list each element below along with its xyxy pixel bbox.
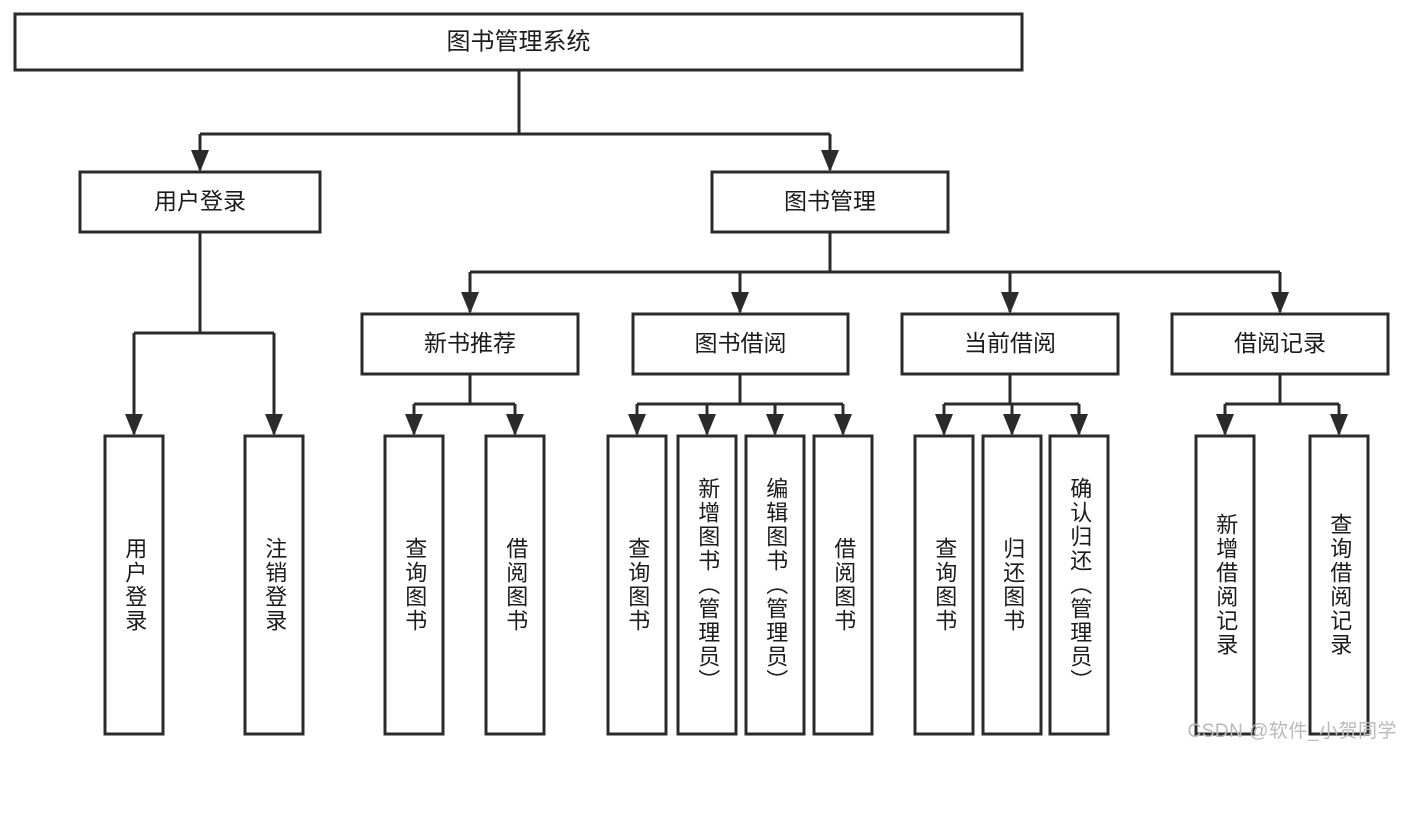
node-borrow-record-box[interactable] xyxy=(1170,312,1390,376)
leaf-leaf-query-book-rec-box[interactable] xyxy=(383,434,445,736)
arrow-head-icon xyxy=(821,150,839,172)
arrow-head-icon xyxy=(1271,292,1289,314)
node-book-manage-label: 图书管理 xyxy=(784,188,876,214)
arrow-head-icon xyxy=(698,414,716,436)
arrow-head-icon xyxy=(834,414,852,436)
leaf-leaf-borrow-book-box[interactable] xyxy=(812,434,874,736)
node-new-book-recommend-box[interactable] xyxy=(360,312,580,376)
leaf-leaf-logout-login-box[interactable] xyxy=(243,434,305,736)
node-current-borrow-label: 当前借阅 xyxy=(964,330,1056,356)
arrow-head-icon xyxy=(1003,414,1021,436)
arrow-head-icon xyxy=(731,292,749,314)
leaf-leaf-borrow-book-rec-box[interactable] xyxy=(484,434,546,736)
arrow-head-icon xyxy=(125,414,143,436)
node-borrow-record-label: 借阅记录 xyxy=(1234,330,1326,356)
node-book-borrow-label: 图书借阅 xyxy=(695,330,787,356)
node-current-borrow-box[interactable] xyxy=(900,312,1120,376)
arrow-head-icon xyxy=(935,414,953,436)
leaf-leaf-confirm-return-admin-box[interactable] xyxy=(1048,434,1110,736)
leaf-leaf-query-book-borrow-box[interactable] xyxy=(606,434,668,736)
node-book-manage-box[interactable] xyxy=(710,170,950,234)
node-new-book-recommend-label: 新书推荐 xyxy=(424,330,516,356)
leaf-leaf-add-book-admin-box[interactable] xyxy=(676,434,738,736)
node-user-login-label: 用户登录 xyxy=(154,188,246,214)
arrow-head-icon xyxy=(191,150,209,172)
arrow-head-icon xyxy=(461,292,479,314)
arrow-head-icon xyxy=(506,414,524,436)
leaf-leaf-query-borrow-record-box[interactable] xyxy=(1308,434,1370,736)
node-boxes-layer xyxy=(13,12,1390,736)
arrow-head-icon xyxy=(628,414,646,436)
arrow-head-icon xyxy=(405,414,423,436)
leaf-leaf-add-borrow-record-box[interactable] xyxy=(1194,434,1256,736)
leaf-leaf-return-book-box[interactable] xyxy=(981,434,1043,736)
leaf-leaf-query-book-cur-box[interactable] xyxy=(913,434,975,736)
arrow-head-icon xyxy=(1216,414,1234,436)
arrow-head-icon xyxy=(766,414,784,436)
arrow-head-icon xyxy=(1330,414,1348,436)
leaf-leaf-user-login-box[interactable] xyxy=(103,434,165,736)
connectors-layer xyxy=(125,70,1348,436)
node-user-login-box[interactable] xyxy=(78,170,322,234)
arrow-head-icon xyxy=(1070,414,1088,436)
leaf-leaf-edit-book-admin-box[interactable] xyxy=(744,434,806,736)
arrow-head-icon xyxy=(1001,292,1019,314)
root-node-label: 图书管理系统 xyxy=(447,28,591,55)
arrow-head-icon xyxy=(265,414,283,436)
diagram-canvas-container: 图书管理系统用户登录图书管理新书推荐图书借阅当前借阅借阅记录 用户登录注销登录查… xyxy=(13,12,1397,742)
root-node-box[interactable] xyxy=(13,12,1024,72)
csdn-watermark: CSDN @软件_小贺同学 xyxy=(1187,721,1397,742)
node-book-borrow-box[interactable] xyxy=(631,312,850,376)
